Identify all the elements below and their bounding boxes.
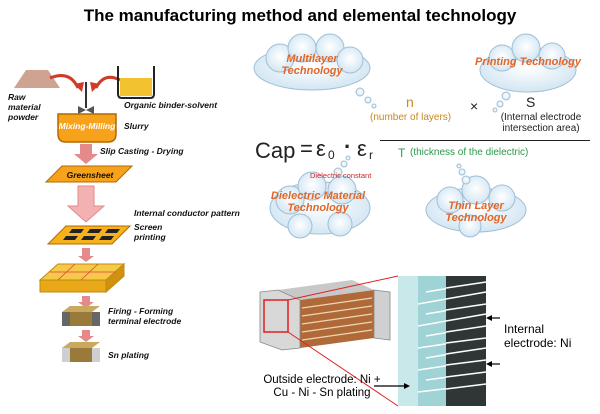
cloud-multilayer [253,33,377,109]
binder-liquid [120,78,152,96]
formula-epsr: ε [357,136,367,161]
cloud-thin-layer-label: Thin Layer Technology [445,200,507,224]
cloud-dielectric-material-label: Dielectric Material Technology [270,190,366,214]
formula-n-desc: (number of layers) [370,112,452,123]
printed-sheet [46,225,132,245]
label-greensheet: Greensheet [66,170,114,180]
greensheet-shape [44,165,134,183]
cross-section-graphic [259,275,500,407]
cloud-multilayer-label: Multilayer Technology [281,53,343,77]
formula-t-desc: (thickness of the dielectric) [410,147,529,158]
cloud-dielectric-material [269,155,371,239]
formula-equals: = [300,136,313,161]
formula-fraction-bar [380,140,590,141]
formula-eps0: ε [316,136,326,161]
formula-cap: Cap [255,138,296,163]
label-internal-conductor: Internal conductor pattern [134,208,240,218]
zoom-highlight-box [263,299,289,333]
formula-n: n [406,94,414,110]
formula-t: T [398,146,406,160]
plated-chip [66,348,96,362]
label-sn-plating: Sn plating [108,350,150,360]
arrow-to-greensheet [74,144,98,164]
label-screen-printing: Screen printing [134,222,166,242]
label-dielectric-constant: Dielectric constant [310,171,372,180]
mixing-vessel [57,113,117,143]
clouds-graphic [253,33,577,239]
formula-dot: · [344,134,352,159]
formula-eps0-sub: 0 [328,148,335,162]
mlcc-chip [259,280,391,351]
raw-material-powder-shape [14,70,60,88]
page-title: The manufacturing method and elemental t… [83,6,517,25]
binder-arrow [94,75,121,89]
formula-epsr-sub: r [369,148,373,162]
label-slurry: Slurry [124,121,149,131]
arrow-to-screen-printing [66,185,106,223]
label-internal-electrode: Internal electrode: Ni [504,322,572,350]
label-slip-casting: Slip Casting - Drying [100,146,184,156]
cloud-printing [479,33,577,113]
cloud-printing-label: Printing Technology [475,56,581,68]
electrode-pattern [63,229,120,240]
label-firing-forming: Firing - Forming terminal electrode [108,306,182,326]
label-raw-material: Raw material powder [8,92,41,122]
binder-beaker [117,66,155,99]
fired-chip [66,312,96,326]
formula-s-desc: (Internal electrode intersection area) [500,112,582,134]
formula-s: S [526,94,536,110]
process-flow-graphic [14,66,155,362]
label-mixing-milling: Mixing-Milling [58,121,116,131]
label-outside-electrode: Outside electrode: Ni + Cu - Ni - Sn pla… [263,374,381,399]
formula-times: × [470,98,479,114]
label-organic-binder: Organic binder-solvent [124,100,218,110]
cloud-thin-layer [425,163,527,238]
